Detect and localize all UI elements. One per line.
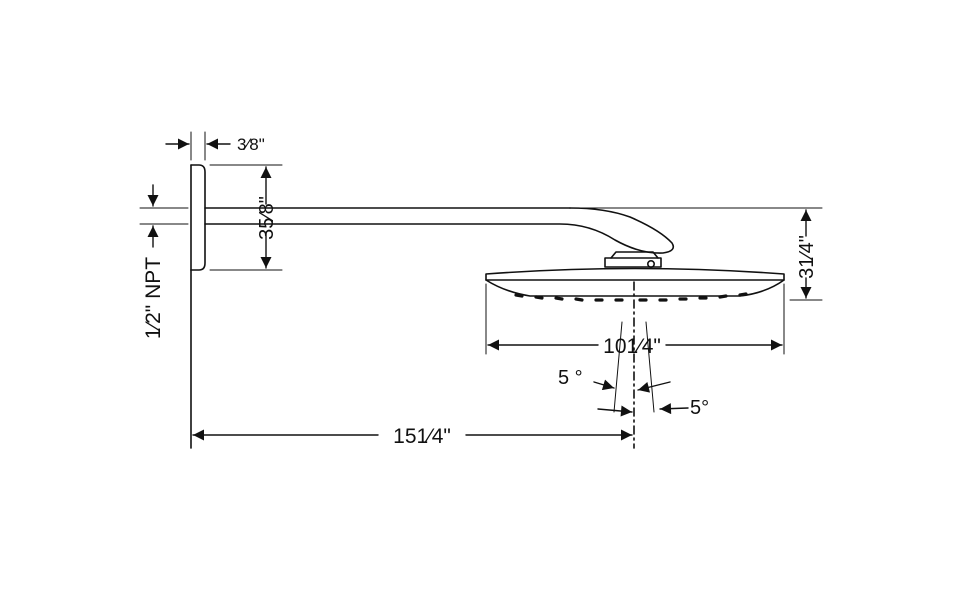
arm-reach-label: 151⁄4" bbox=[393, 425, 451, 448]
dimension-lines bbox=[147, 138, 812, 441]
angle-arrow-right-b bbox=[659, 403, 689, 415]
shower-head bbox=[485, 251, 785, 449]
shower-arm bbox=[204, 207, 675, 254]
angle-arrow-left-a bbox=[593, 379, 615, 391]
flange-thickness-label: 3⁄8" bbox=[237, 135, 265, 154]
head-height-label: 31⁄4" bbox=[796, 235, 818, 279]
angle-left-label: 5 ° bbox=[558, 367, 583, 389]
angle-arrow-right-a bbox=[637, 381, 671, 393]
flange-height-label: 35⁄8" bbox=[256, 196, 278, 240]
extension-lines bbox=[139, 131, 823, 413]
connection-size-label: 1⁄2" NPT bbox=[142, 257, 165, 339]
angle-right-label: 5° bbox=[690, 397, 709, 419]
head-diameter-label: 101⁄4" bbox=[603, 335, 661, 358]
wall-flange bbox=[190, 164, 206, 449]
angle-arrow-left-b bbox=[597, 405, 633, 417]
